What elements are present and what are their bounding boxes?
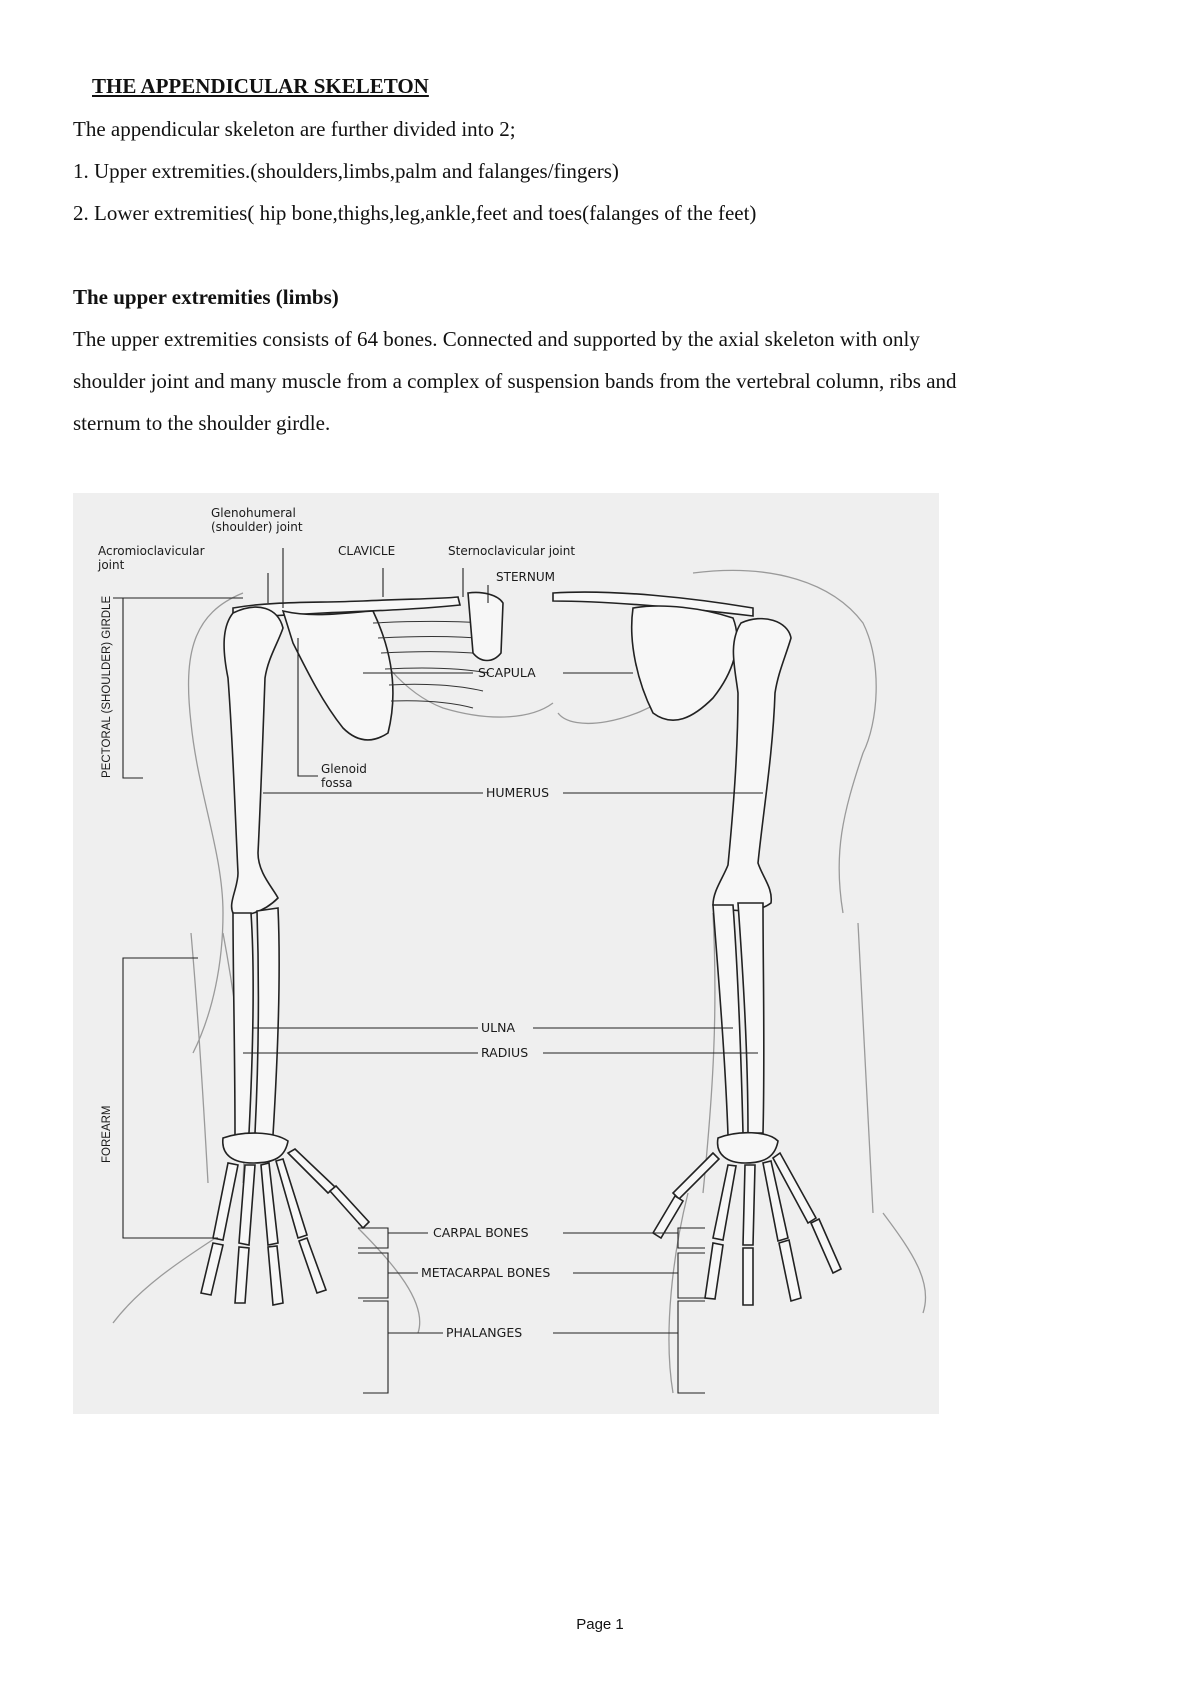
list-item-lower: 2. Lower extremities( hip bone,thighs,le… xyxy=(73,201,757,225)
label-humerus: HUMERUS xyxy=(486,785,549,800)
paragraph-line: sternum to the shoulder girdle. xyxy=(73,411,331,435)
label-glenohumeral: Glenohumeral xyxy=(211,506,296,520)
label-phalanges: PHALANGES xyxy=(446,1325,522,1340)
section-heading: The upper extremities (limbs) xyxy=(73,285,339,309)
label-ulna: ULNA xyxy=(481,1020,515,1035)
left-ulna xyxy=(232,912,254,1136)
document-title: THE APPENDICULAR SKELETON xyxy=(92,74,429,98)
carpal-bracket-left xyxy=(358,1227,389,1249)
left-hand-bones xyxy=(200,1132,371,1306)
label-sternum: STERNUM xyxy=(496,570,555,584)
carpal-bracket-right xyxy=(677,1227,705,1249)
metacarpal-bracket-left xyxy=(358,1252,389,1299)
label-carpal-bones: CARPAL BONES xyxy=(433,1225,529,1240)
right-hand-bones xyxy=(651,1131,843,1306)
metacarpal-bracket-right xyxy=(677,1252,705,1299)
label-forearm: FOREARM xyxy=(101,1106,113,1164)
label-scapula: SCAPULA xyxy=(478,665,536,680)
page-number: Page 1 xyxy=(576,1616,624,1633)
left-radius xyxy=(254,907,280,1136)
list-item-upper: 1. Upper extremities.(shoulders,limbs,pa… xyxy=(73,159,619,183)
intro-text: The appendicular skeleton are further di… xyxy=(73,117,516,141)
left-hand-outline xyxy=(112,1227,421,1334)
label-glenoid: fossa xyxy=(321,776,352,790)
glenoid-leader xyxy=(297,638,318,777)
right-radius xyxy=(737,902,765,1134)
skeleton-diagram: Glenohumeral (shoulder) joint Acromiocla… xyxy=(97,506,927,1394)
sternum-bone xyxy=(467,591,504,662)
right-ulna xyxy=(712,904,744,1136)
paragraph-line: The upper extremities consists of 64 bon… xyxy=(73,327,920,351)
upper-limb-skeleton-figure: Glenohumeral (shoulder) joint Acromiocla… xyxy=(73,493,939,1414)
pectoral-girdle-bracket xyxy=(113,597,243,779)
right-scapula xyxy=(630,605,738,722)
left-scapula xyxy=(281,609,394,741)
right-humerus xyxy=(712,617,792,912)
forearm-bracket xyxy=(122,957,218,1239)
label-glenoid: Glenoid xyxy=(321,762,367,776)
phalanges-bracket-right xyxy=(677,1300,705,1394)
label-acromioclavicular: joint xyxy=(97,558,125,572)
label-glenohumeral: (shoulder) joint xyxy=(211,520,303,534)
label-metacarpal-bones: METACARPAL BONES xyxy=(421,1265,550,1280)
label-radius: RADIUS xyxy=(481,1045,528,1060)
left-humerus xyxy=(223,606,284,916)
label-pectoral-girdle: PECTORAL (SHOULDER) GIRDLE xyxy=(101,596,113,778)
label-acromioclavicular: Acromioclavicular xyxy=(98,544,205,558)
right-hand-outline xyxy=(668,1192,927,1394)
paragraph-line: shoulder joint and many muscle from a co… xyxy=(73,369,957,393)
label-clavicle: CLAVICLE xyxy=(338,544,395,558)
label-sternoclavicular: Sternoclavicular joint xyxy=(448,544,575,558)
phalanges-bracket-left xyxy=(363,1300,389,1394)
